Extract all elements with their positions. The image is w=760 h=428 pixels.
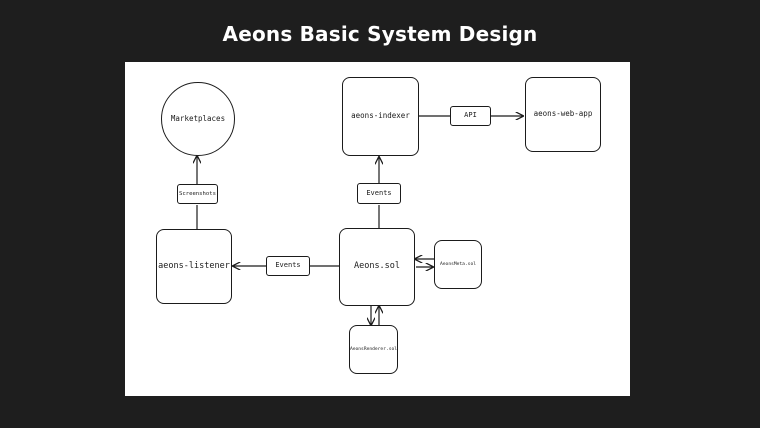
node-aeons-renderer: AeonsRenderer.sol <box>349 325 398 374</box>
diagram-canvas: Marketplaces Screenshots aeons-listener … <box>125 62 630 396</box>
node-events-up: Events <box>357 183 401 204</box>
node-aeons-listener: aeons-listener <box>156 229 232 304</box>
node-aeons-meta: AeonsMeta.sol <box>434 240 482 289</box>
node-aeons-web-app: aeons-web-app <box>525 77 601 152</box>
node-marketplaces: Marketplaces <box>161 82 235 156</box>
node-aeons-sol: Aeons.sol <box>339 228 415 306</box>
page-title: Aeons Basic System Design <box>222 22 538 46</box>
node-aeons-indexer: aeons-indexer <box>342 77 419 156</box>
node-screenshots: Screenshots <box>177 184 218 204</box>
node-events-left: Events <box>266 256 310 276</box>
node-api: API <box>450 106 491 126</box>
connector-layer <box>125 62 630 396</box>
